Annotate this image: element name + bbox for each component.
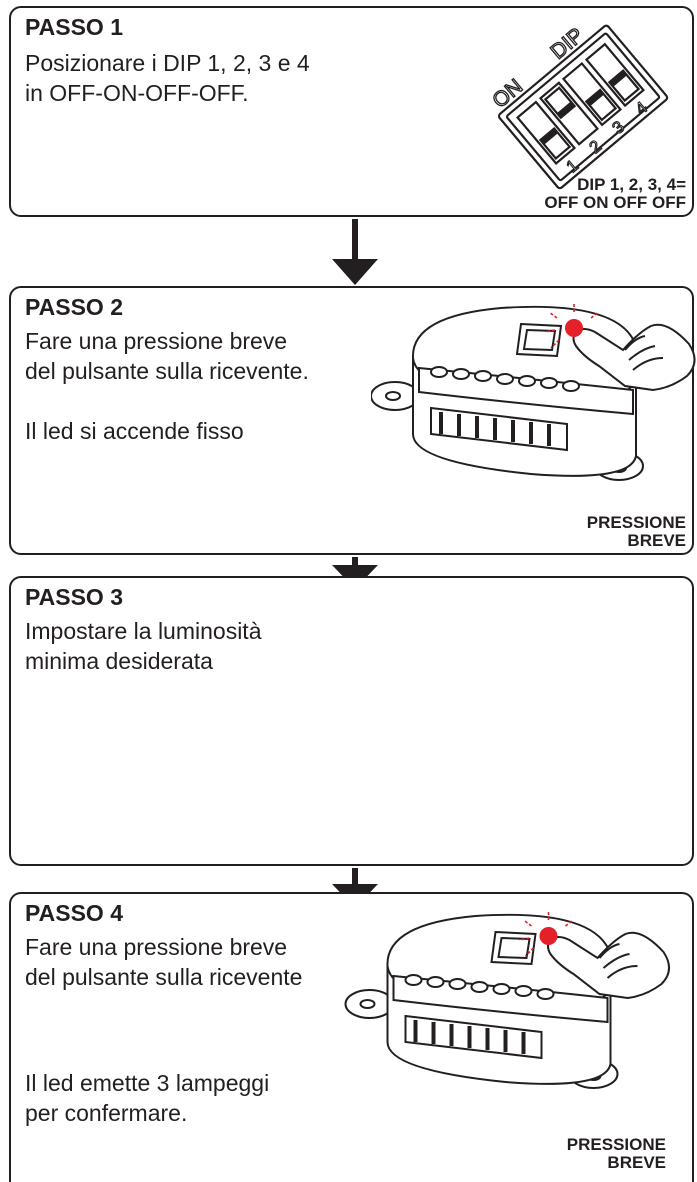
dip-switch-2 — [538, 81, 600, 146]
pointing-hand-icon — [572, 323, 696, 392]
pointing-hand-icon — [547, 931, 670, 1000]
step-2-instruction-line-2: del pulsante sulla ricevente. — [25, 358, 309, 384]
dip-switch-1 — [515, 100, 577, 165]
step-4-caption-line-2: BREVE — [607, 1153, 666, 1172]
step-2-caption: PRESSIONE BREVE — [587, 514, 686, 550]
step-1-caption-line-2: OFF ON OFF OFF — [544, 193, 686, 212]
step-1-box: PASSO 1 Posizionare i DIP 1, 2, 3 e 4 in… — [9, 6, 694, 217]
step-2-caption-line-1: PRESSIONE — [586, 513, 686, 532]
dip-switch-illustration: ON DIP 1 2 3 4 — [488, 23, 669, 190]
step-1-title: PASSO 1 — [25, 14, 123, 40]
step-3-title: PASSO 3 — [25, 584, 123, 610]
step-2-instruction-line-1: Fare una pressione breve — [25, 328, 288, 354]
led-icon — [519, 910, 574, 957]
step-2-title: PASSO 2 — [25, 294, 123, 320]
step-1-instruction-line-2: in OFF-ON-OFF-OFF. — [25, 80, 249, 106]
step-4-box: PASSO 4 Fare una pressione breve del pul… — [9, 892, 694, 1182]
step-4-note-line-2: per confermare. — [25, 1100, 188, 1126]
step-4-caption-line-1: PRESSIONE — [566, 1135, 666, 1154]
step-4-note-line-1: Il led emette 3 lampeggi — [25, 1070, 270, 1096]
step-1-instruction-line-1: Posizionare i DIP 1, 2, 3 e 4 — [25, 50, 310, 76]
receiver-module-illustration — [344, 910, 670, 1089]
step-1-caption: DIP 1, 2, 3, 4= OFF ON OFF OFF — [544, 176, 686, 212]
step-3-instruction-line-2: minima desiderata — [25, 648, 213, 674]
step-1-caption-line-1: DIP 1, 2, 3, 4= — [577, 175, 686, 194]
step-4-instruction-line-1: Fare una pressione breve — [25, 934, 288, 960]
down-arrow-icon — [332, 219, 378, 285]
step-3-instruction-line-1: Impostare la luminosità — [25, 618, 262, 644]
receiver-module-illustration — [371, 302, 696, 481]
dip-switch-4 — [584, 42, 645, 108]
dip-switch-3 — [561, 61, 622, 127]
step-2-note-line-1: Il led si accende fisso — [25, 418, 244, 444]
step-2-box: PASSO 2 Fare una pressione breve del pul… — [9, 286, 696, 555]
step-4-caption: PRESSIONE BREVE — [567, 1136, 666, 1172]
step-4-instruction-line-2: del pulsante sulla ricevente — [25, 964, 303, 990]
led-icon — [544, 302, 600, 349]
step-3-box: PASSO 3 Impostare la luminosità minima d… — [9, 576, 694, 866]
step-2-caption-line-2: BREVE — [627, 531, 686, 550]
step-4-title: PASSO 4 — [25, 900, 123, 926]
